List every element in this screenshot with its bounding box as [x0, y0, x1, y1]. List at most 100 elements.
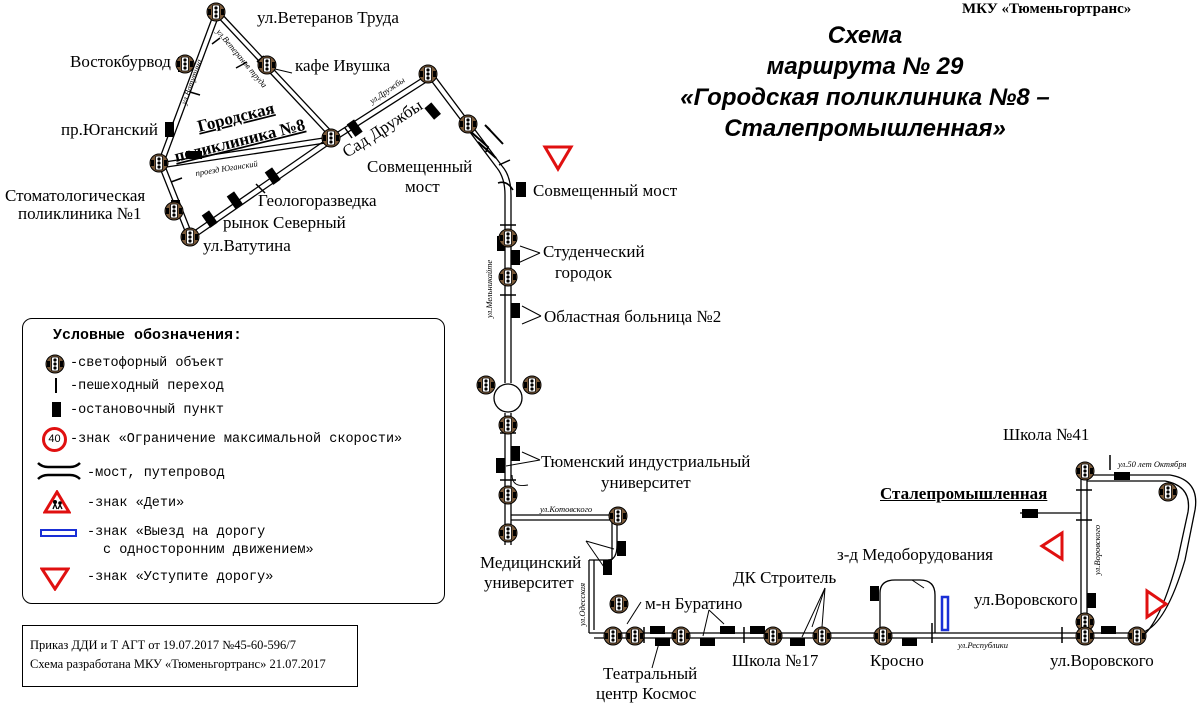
traffic-light-icon [418, 64, 438, 84]
stop-label: Геологоразведка [258, 191, 377, 210]
bridge-symbol [469, 124, 504, 159]
stop-label: ул.Воровского [974, 590, 1078, 609]
stop-marker [1101, 626, 1116, 634]
stop-marker [870, 586, 879, 601]
stop-label: Школа №17 [732, 651, 819, 670]
stop-icon [52, 402, 61, 417]
stop-label: Стоматологическая [5, 186, 146, 205]
terminal-end-label: Сталепромышленная [880, 484, 1048, 503]
speed-limit-icon: 40 [42, 427, 67, 452]
stop-label: кафе Ивушка [295, 56, 391, 75]
legend-bridge: -мост, путепровод [87, 466, 225, 481]
order-line2: Схема разработана МКУ «Тюменьгортранс» 2… [30, 657, 326, 671]
stop-marker [346, 119, 363, 137]
stop-label: Совмещенный мост [533, 181, 678, 200]
title-block: Схема маршрута № 29 «Городская поликлини… [630, 20, 1100, 144]
crossing-icon [55, 378, 57, 393]
stop-label: ул.Ветеранов Труда [257, 8, 399, 27]
stop-marker [511, 250, 520, 265]
traffic-light-icon [498, 485, 518, 505]
stop-label: Совмещенный [367, 157, 473, 176]
traffic-light-icon [498, 267, 518, 287]
traffic-light-icon [608, 506, 628, 526]
traffic-light-icon [149, 153, 169, 173]
stop-label: Школа №41 [1003, 425, 1090, 444]
title-line3: «Городская поликлиника №8 – [680, 84, 1050, 111]
traffic-light-icon [625, 626, 645, 646]
street-label: ул.Республики [957, 640, 1008, 650]
traffic-light-icon [609, 594, 629, 614]
stop-marker [186, 151, 202, 159]
yield-sign-icon [40, 567, 70, 591]
traffic-light-icon [164, 201, 184, 221]
stop-marker [700, 638, 715, 646]
stop-label: Студенческий [543, 242, 645, 261]
legend-oneway-1: -знак «Выезд на дорогу [87, 525, 266, 540]
street-label: ул.Воровского [1092, 525, 1102, 576]
legend-oneway-2: с односторонним движением» [103, 543, 314, 558]
traffic-light-icon [180, 227, 200, 247]
stop-label: рынок Северный [223, 213, 346, 232]
stop-marker [424, 102, 441, 120]
oneway-sign-icon [40, 529, 77, 537]
roundabout [493, 383, 523, 413]
stop-marker [790, 638, 805, 646]
traffic-light-icon [671, 626, 691, 646]
stop-marker [655, 638, 670, 646]
organization: МКУ «Тюменьгортранс» [962, 1, 1132, 17]
stop-label: университет [484, 573, 574, 592]
legend-traffic-light: -светофорный объект [70, 356, 224, 371]
stop-marker [1022, 509, 1038, 518]
yield-sign-icon [1145, 588, 1169, 620]
stop-marker [511, 446, 520, 461]
bridge-icon [37, 462, 81, 480]
stop-marker [720, 626, 735, 634]
title-line2: маршрута № 29 [766, 53, 964, 80]
traffic-light-icon [476, 375, 496, 395]
stop-label: центр Космос [596, 684, 697, 703]
stop-marker [1114, 472, 1130, 480]
traffic-light-icon [206, 2, 226, 22]
stop-marker [650, 626, 665, 634]
stop-marker [165, 122, 174, 137]
stop-marker [603, 560, 612, 575]
stop-marker [902, 638, 917, 646]
leader-lines [274, 68, 925, 669]
stop-label: м-н Буратино [645, 594, 743, 613]
traffic-light-icon [522, 375, 542, 395]
traffic-light-icon [1158, 482, 1178, 502]
traffic-light-icon [498, 415, 518, 435]
stop-marker [516, 182, 526, 197]
stop-marker [264, 167, 281, 185]
street-label: ул.Одесская [577, 583, 587, 627]
traffic-light-icon [763, 626, 783, 646]
traffic-light-icon [498, 228, 518, 248]
stop-label: Театральный [603, 664, 698, 683]
traffic-light-icon [1127, 626, 1147, 646]
stop-label: з-д Медоборудования [837, 545, 994, 564]
stop-marker [226, 191, 243, 209]
stop-marker [1087, 593, 1096, 608]
stop-marker [201, 210, 218, 228]
stop-marker [617, 541, 626, 556]
legend-title: Условные обозначения: [53, 327, 243, 344]
title-line1: Схема [827, 22, 903, 49]
legend-speed: -знак «Ограничение максимальной скорости… [70, 432, 403, 447]
traffic-light-icon [603, 626, 623, 646]
legend-stop: -остановочный пункт [70, 403, 224, 418]
stop-label: городок [555, 263, 612, 282]
title-line4: Сталепромышленная» [724, 115, 1006, 142]
crossings [170, 37, 1111, 643]
stop-label: Областная больница №2 [544, 307, 722, 326]
order-note: Приказ ДДИ и Т АГТ от 19.07.2017 №45-60-… [22, 625, 358, 687]
traffic-light-icon [1075, 626, 1095, 646]
stop-label: университет [601, 473, 691, 492]
children-sign-icon [43, 490, 71, 514]
stop-marker [496, 458, 505, 473]
traffic-light-icon [321, 128, 341, 148]
stop-label: Медицинский [480, 553, 582, 572]
traffic-light-icon [45, 354, 65, 374]
traffic-light-icon [498, 523, 518, 543]
legend: Условные обозначения: -светофорный объек… [22, 318, 445, 604]
